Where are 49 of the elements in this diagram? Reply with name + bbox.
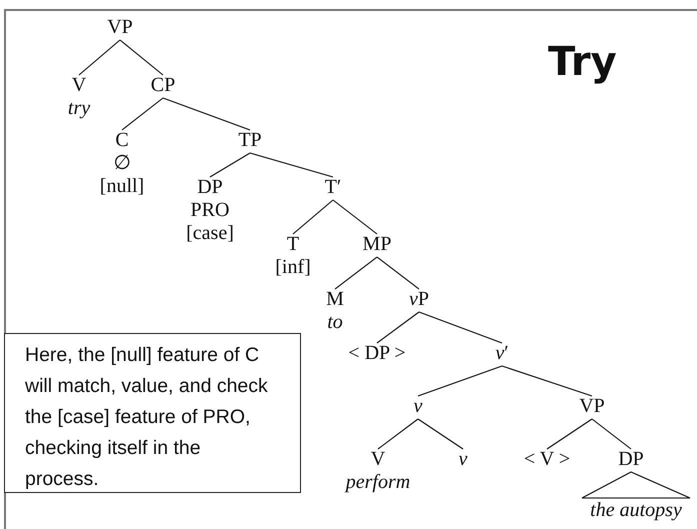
node-annotation: PRO (190, 199, 230, 222)
node-label: VP (579, 395, 605, 418)
node-annotation: [null] (100, 175, 144, 198)
triangle-branch (581, 471, 691, 499)
node-label: V (70, 74, 88, 97)
node-label: the autopsy (590, 499, 682, 522)
tree-branch (418, 418, 464, 450)
node-label: DP (618, 448, 644, 471)
node-label: < DP > (348, 342, 406, 365)
note-box: Here, the [null] feature of C will match, value, and check the [case] feature of PRO, checking itself in the process. (4, 333, 301, 493)
node-label: VP (107, 16, 133, 39)
tree-branch (122, 98, 164, 130)
node-label: V (370, 448, 386, 471)
node-label: M (326, 288, 344, 311)
tree-branch (332, 200, 378, 234)
node-label: CP (150, 74, 176, 97)
node-annotation: ∅ (112, 152, 132, 175)
node-label: DP (196, 176, 224, 199)
tree-branch (378, 418, 418, 450)
tree-branch (210, 152, 250, 178)
node-label: vP (409, 288, 429, 311)
node-label: T′ (324, 176, 342, 199)
tree-branch (78, 40, 120, 76)
node-label: C (114, 129, 130, 152)
tree-branch (546, 418, 592, 450)
node-label: v (414, 395, 422, 418)
node-annotation: to (326, 311, 344, 334)
slide-title: Try (548, 38, 617, 86)
node-label: v (458, 448, 468, 471)
tree-branch (376, 256, 420, 290)
node-label: MP (362, 233, 392, 256)
tree-branch (502, 365, 592, 397)
tree-branch (376, 312, 420, 344)
tree-branch (418, 311, 502, 344)
tree-branch (120, 40, 164, 76)
tree-branch (250, 152, 334, 178)
node-annotation: [case] (186, 222, 234, 245)
node-label: T (286, 233, 300, 256)
node-label: < V > (524, 448, 570, 471)
tree-branch (334, 256, 378, 290)
tree-branch (418, 365, 502, 397)
tree-branch (162, 97, 250, 131)
node-label: v′ (495, 342, 509, 365)
node-annotation: try (68, 97, 90, 120)
node-annotation: perform (346, 471, 410, 494)
tree-branch (292, 200, 334, 234)
tree-branch (592, 418, 632, 450)
node-label: TP (238, 129, 262, 152)
node-annotation: [inf] (275, 256, 311, 279)
